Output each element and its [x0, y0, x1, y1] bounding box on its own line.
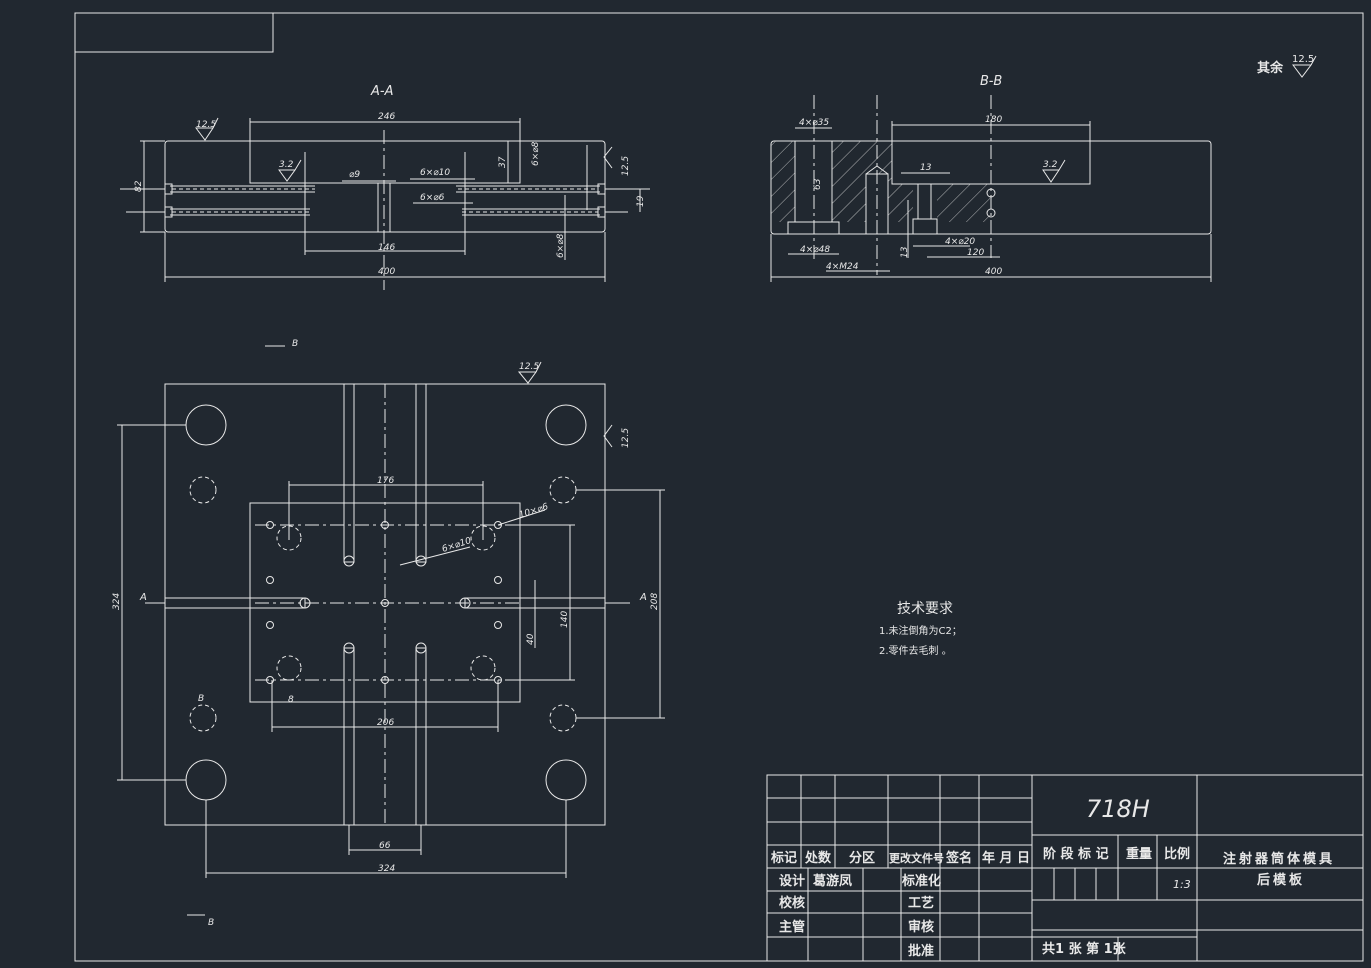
dim-d8a: 6×⌀8 — [531, 141, 541, 166]
dim-180: 180 — [985, 115, 1002, 125]
dim-m24: 4×M24 — [826, 262, 859, 272]
dim-d9: ⌀9 — [349, 170, 360, 180]
dim-d20: 4×⌀20 — [945, 237, 975, 247]
roughness-side: 12.5 — [621, 156, 631, 176]
drawing-border — [74, 12, 1364, 962]
section-mark-a-left: A — [139, 592, 147, 603]
design-label: 设计 — [779, 873, 805, 889]
designer-name: 葛游凤 — [812, 873, 852, 889]
header-sign: 签名 — [945, 850, 972, 866]
approve-label: 批准 — [908, 943, 934, 959]
dim-324-v: 324 — [112, 593, 122, 610]
dim-120: 120 — [967, 248, 984, 258]
dim-140: 140 — [560, 611, 570, 628]
part-name-line1: 注射器筒体模具 — [1223, 851, 1335, 867]
roughness-cavity-bb: 3.2 — [1043, 160, 1058, 170]
standardization-label: 标准化 — [901, 873, 941, 889]
dim-6xd10: 6×⌀10 — [441, 536, 473, 555]
dim-66: 66 — [379, 841, 391, 851]
dim-13: 13 — [920, 163, 932, 173]
code-box — [74, 12, 274, 53]
dim-d10: 6×⌀10 — [420, 168, 450, 178]
roughness-cavity: 3.2 — [279, 160, 294, 170]
scale-value: 1:3 — [1173, 878, 1191, 891]
dim-8: 8 — [288, 695, 294, 705]
process-label: 工艺 — [908, 895, 934, 911]
other-roughness: 其余 12.5 — [1257, 54, 1317, 78]
stage-label: 阶 段 标 记 — [1043, 846, 1109, 862]
dim-400: 400 — [378, 267, 395, 277]
dim-d6: 6×⌀6 — [420, 193, 445, 203]
rough-value: 12.5 — [1292, 54, 1314, 65]
sheet-count: 共1 张 第 1张 — [1042, 941, 1127, 957]
section-mark-b-mid: B — [198, 694, 204, 704]
title-block: 718H 标记 处数 分区 更改文件号 签名 年 月 日 设计 葛游凤 标准化 … — [766, 774, 1364, 962]
dim-208: 208 — [650, 593, 660, 610]
material-label: 718H — [1086, 795, 1150, 823]
roughness-plan-top: 12.5 — [519, 362, 539, 372]
tech-req-item: 1.未注倒角为C2； — [879, 624, 962, 637]
dim-82: 82 — [134, 180, 144, 192]
dim-19: 19 — [636, 195, 646, 207]
dim-400-bb: 400 — [985, 267, 1002, 277]
dim-d35: 4×⌀35 — [799, 118, 829, 128]
roughness-plan-side: 12.5 — [621, 428, 631, 448]
dim-40: 40 — [526, 633, 536, 645]
roughness-symbol-icon — [1292, 55, 1317, 78]
dim-324-h: 324 — [378, 864, 395, 874]
section-mark-b-top: B — [292, 339, 298, 349]
dim-176: 176 — [377, 476, 394, 486]
dim-206: 206 — [377, 718, 394, 728]
section-mark-b-bottom: B — [208, 918, 214, 928]
roughness-top: 12.5 — [196, 120, 216, 130]
weight-label: 重量 — [1126, 846, 1152, 862]
section-aa-view: A-A 246 ⌀9 6×⌀10 6×⌀6 146 400 — [120, 84, 650, 290]
part-name-line2: 后模板 — [1257, 872, 1305, 888]
dim-d48: 4×⌀48 — [800, 245, 830, 255]
tech-req-item: 2.零件去毛刺 。 — [879, 645, 952, 657]
dim-h13: 13 — [900, 246, 910, 258]
section-aa-title: A-A — [370, 84, 393, 99]
review-label: 审核 — [908, 919, 934, 935]
dim-246: 246 — [378, 112, 395, 122]
dim-d8b: 6×⌀8 — [556, 233, 566, 258]
technical-requirements: 技术要求 1.未注倒角为C2； 2.零件去毛刺 。 — [879, 601, 962, 657]
dim-63: 63 — [813, 178, 823, 190]
other-label: 其余 — [1257, 60, 1284, 76]
header-zone: 分区 — [849, 850, 875, 866]
header-date: 年 月 日 — [982, 850, 1030, 866]
scale-label: 比例 — [1164, 846, 1190, 862]
dim-10xd6: 10×⌀6 — [518, 502, 550, 521]
check-label: 校核 — [779, 895, 805, 911]
header-count: 处数 — [804, 850, 832, 866]
dim-37: 37 — [498, 156, 508, 168]
section-bb-title: B-B — [980, 74, 1002, 89]
header-mark: 标记 — [770, 850, 797, 866]
plan-view: 176 10×⌀6 6×⌀10 206 66 324 8 324 208 140… — [112, 339, 665, 928]
manager-label: 主管 — [779, 919, 805, 935]
section-bb-view: B-B 4×⌀35 180 13 4×⌀48 4×M24 4×⌀20 120 1… — [770, 74, 1212, 282]
tech-req-title: 技术要求 — [897, 601, 953, 617]
header-change-doc: 更改文件号 — [889, 851, 944, 865]
section-mark-a-right: A — [639, 592, 647, 603]
dim-146: 146 — [378, 243, 395, 253]
